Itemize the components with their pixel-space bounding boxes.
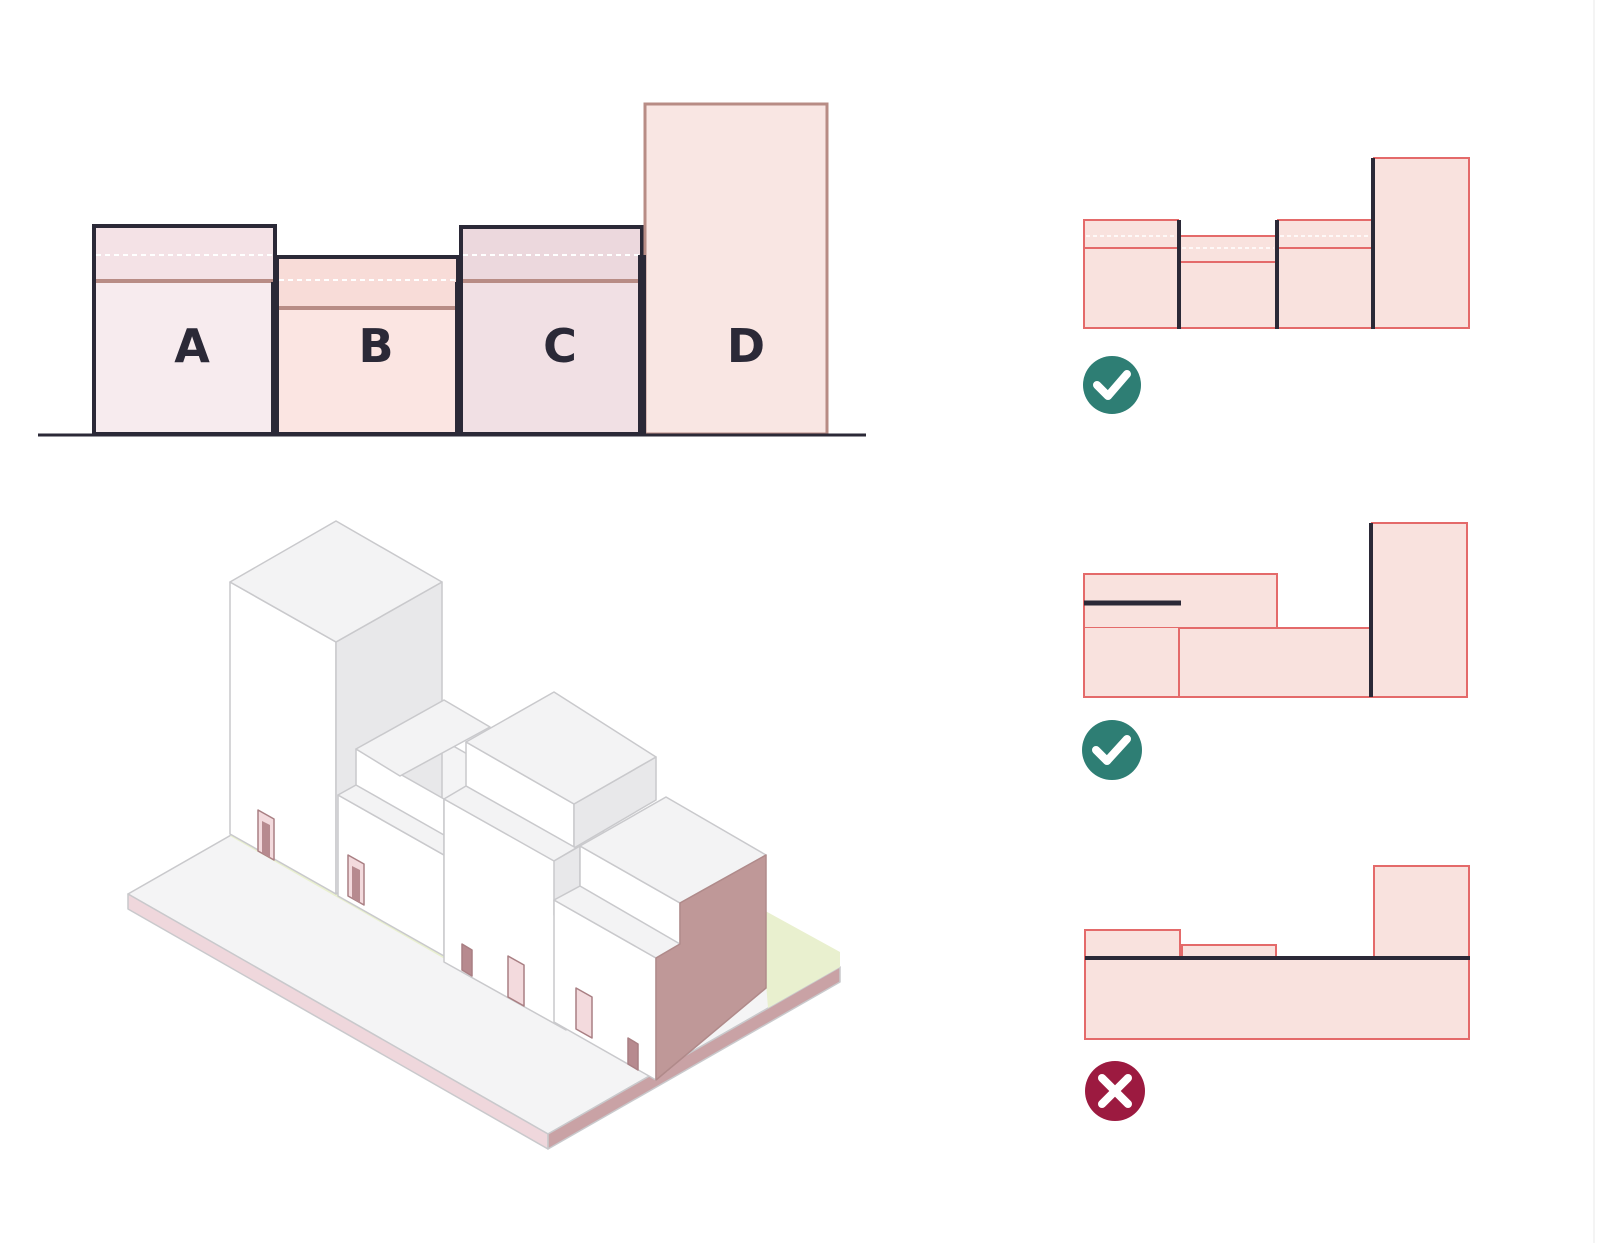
- party-wall-exposed: [655, 854, 767, 1081]
- example-3-continuous-base: [1084, 958, 1470, 1040]
- example-1-block-b: [1179, 235, 1277, 329]
- example-2-block-a: [1085, 628, 1178, 696]
- check-icon: [1083, 356, 1141, 414]
- block-d: [643, 102, 829, 436]
- door-block-a-2: [627, 1037, 639, 1071]
- example-1-block-d: [1373, 157, 1470, 329]
- example-3-block-a-top: [1084, 929, 1181, 960]
- block-c-setback: [463, 229, 640, 281]
- door-block-a-1: [575, 987, 593, 1039]
- block-b-upper-roof: [465, 691, 657, 805]
- block-label: B: [358, 319, 393, 373]
- door-tower-inner: [262, 821, 270, 858]
- cross-icon: [1085, 1061, 1145, 1121]
- street-elevation: A B C D: [38, 102, 866, 437]
- block-label: A: [174, 319, 210, 373]
- base-slab-side-edge: [547, 966, 841, 1150]
- block-c-upper-roof: [355, 699, 491, 777]
- door-block-b-1: [461, 943, 473, 977]
- block-a: [92, 224, 277, 436]
- block-c: [459, 225, 644, 436]
- grass-strip-side: [760, 908, 840, 1008]
- isometric-view: [127, 520, 841, 1150]
- block-d-body: [643, 102, 829, 436]
- door-block-b-2: [507, 955, 525, 1007]
- door-block-c-inner: [352, 866, 360, 903]
- example-1: [1083, 157, 1470, 414]
- example-2: [1082, 522, 1468, 780]
- example-2-block-d: [1371, 522, 1468, 698]
- example-2-low-block: [1178, 627, 1373, 698]
- block-label: D: [727, 319, 765, 373]
- block-b-setback: [279, 259, 456, 308]
- block-label: C: [543, 319, 577, 373]
- example-3-block-d-top: [1373, 865, 1470, 960]
- example-3: [1084, 865, 1470, 1121]
- block-a-setback: [96, 228, 273, 281]
- tower-roof: [229, 520, 443, 643]
- check-icon: [1082, 720, 1142, 780]
